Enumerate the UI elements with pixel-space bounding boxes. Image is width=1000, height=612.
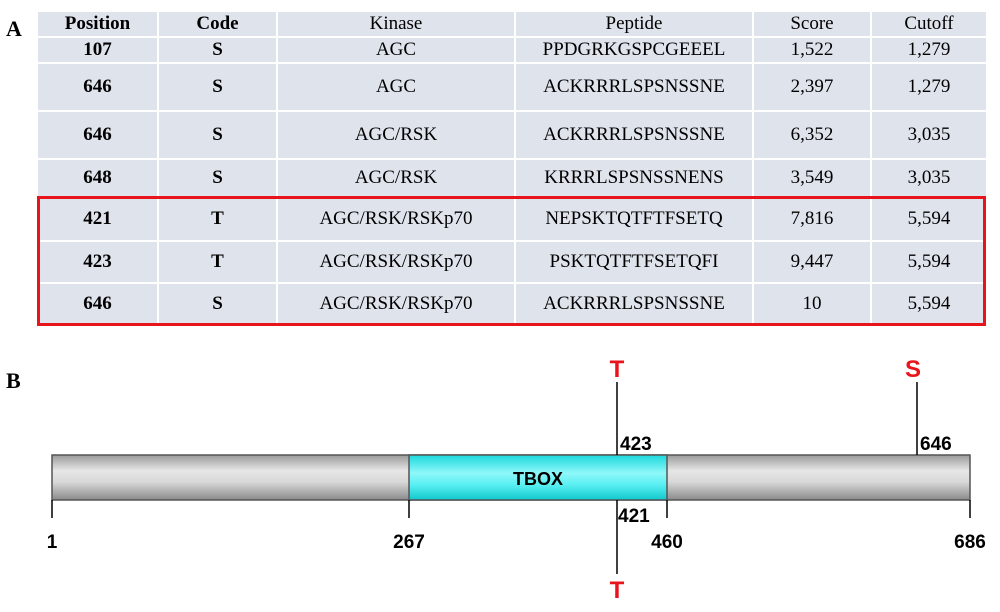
cell-score: 10 bbox=[752, 284, 870, 326]
cell-score: 7,816 bbox=[752, 198, 870, 242]
cell-position: 423 bbox=[38, 242, 157, 284]
site-423-label: 423 bbox=[620, 434, 652, 455]
cell-code: S bbox=[157, 64, 276, 112]
cell-peptide: ACKRRRLSPSNSSNE bbox=[514, 64, 752, 112]
cell-kinase: AGC/RSK bbox=[276, 160, 514, 198]
site-646-residue: S bbox=[905, 356, 921, 383]
site-646-label: 646 bbox=[920, 434, 952, 455]
tick-label-686: 686 bbox=[954, 532, 986, 553]
cell-score: 3,549 bbox=[752, 160, 870, 198]
site-421-label: 421 bbox=[618, 506, 650, 527]
cell-score: 6,352 bbox=[752, 112, 870, 160]
phosphorylation-site-table: Position Code Kinase Peptide Score Cutof… bbox=[38, 12, 986, 326]
cell-peptide: PSKTQTFTFSETQFI bbox=[514, 242, 752, 284]
cell-kinase: AGC/RSK/RSKp70 bbox=[276, 284, 514, 326]
cell-code: S bbox=[157, 284, 276, 326]
domain-map: TBOX 1 267 460 686 T 423 S 646 421 T bbox=[47, 356, 986, 604]
cell-code: T bbox=[157, 198, 276, 242]
cell-position: 421 bbox=[38, 198, 157, 242]
cell-peptide: PPDGRKGSPCGEEEL bbox=[514, 38, 752, 64]
cell-kinase: AGC bbox=[276, 38, 514, 64]
header-position: Position bbox=[38, 12, 157, 38]
cell-position: 646 bbox=[38, 64, 157, 112]
panel-a-label: A bbox=[6, 16, 22, 41]
cell-kinase: AGC/RSK/RSKp70 bbox=[276, 198, 514, 242]
table-row-highlighted: 421 T AGC/RSK/RSKp70 NEPSKTQTFTFSETQ 7,8… bbox=[38, 198, 986, 242]
cell-code: S bbox=[157, 160, 276, 198]
tick-label-460: 460 bbox=[651, 532, 683, 553]
cell-peptide: ACKRRRLSPSNSSNE bbox=[514, 112, 752, 160]
cell-position: 648 bbox=[38, 160, 157, 198]
table-row-highlighted: 646 S AGC/RSK/RSKp70 ACKRRRLSPSNSSNE 10 … bbox=[38, 284, 986, 326]
site-421-residue: T bbox=[610, 577, 625, 604]
cell-cutoff: 5,594 bbox=[870, 242, 986, 284]
header-cutoff: Cutoff bbox=[870, 12, 986, 38]
cell-cutoff: 1,279 bbox=[870, 64, 986, 112]
table-row: 646 S AGC ACKRRRLSPSNSSNE 2,397 1,279 bbox=[38, 64, 986, 112]
table-row-highlighted: 423 T AGC/RSK/RSKp70 PSKTQTFTFSETQFI 9,4… bbox=[38, 242, 986, 284]
cell-code: S bbox=[157, 112, 276, 160]
cell-kinase: AGC bbox=[276, 64, 514, 112]
cell-score: 2,397 bbox=[752, 64, 870, 112]
header-code: Code bbox=[157, 12, 276, 38]
cell-peptide: ACKRRRLSPSNSSNE bbox=[514, 284, 752, 326]
table-row: 107 S AGC PPDGRKGSPCGEEEL 1,522 1,279 bbox=[38, 38, 986, 64]
cell-cutoff: 3,035 bbox=[870, 112, 986, 160]
cell-code: S bbox=[157, 38, 276, 64]
tick-label-1: 1 bbox=[47, 532, 58, 553]
cell-kinase: AGC/RSK bbox=[276, 112, 514, 160]
panel-b-label: B bbox=[6, 368, 21, 393]
table-row: 648 S AGC/RSK KRRRLSPSNSSNENS 3,549 3,03… bbox=[38, 160, 986, 198]
site-423-residue: T bbox=[610, 356, 625, 383]
cell-score: 9,447 bbox=[752, 242, 870, 284]
cell-peptide: NEPSKTQTFTFSETQ bbox=[514, 198, 752, 242]
header-kinase: Kinase bbox=[276, 12, 514, 38]
header-score: Score bbox=[752, 12, 870, 38]
cell-peptide: KRRRLSPSNSSNENS bbox=[514, 160, 752, 198]
tbox-domain-label: TBOX bbox=[513, 469, 563, 489]
cell-position: 646 bbox=[38, 284, 157, 326]
cell-cutoff: 5,594 bbox=[870, 284, 986, 326]
cell-kinase: AGC/RSK/RSKp70 bbox=[276, 242, 514, 284]
cell-code: T bbox=[157, 242, 276, 284]
cell-cutoff: 1,279 bbox=[870, 38, 986, 64]
tick-label-267: 267 bbox=[393, 532, 425, 553]
cell-position: 646 bbox=[38, 112, 157, 160]
cell-cutoff: 3,035 bbox=[870, 160, 986, 198]
table-header-row: Position Code Kinase Peptide Score Cutof… bbox=[38, 12, 986, 38]
cell-cutoff: 5,594 bbox=[870, 198, 986, 242]
cell-score: 1,522 bbox=[752, 38, 870, 64]
table-row: 646 S AGC/RSK ACKRRRLSPSNSSNE 6,352 3,03… bbox=[38, 112, 986, 160]
tbox-domain bbox=[408, 454, 668, 501]
header-peptide: Peptide bbox=[514, 12, 752, 38]
cell-position: 107 bbox=[38, 38, 157, 64]
